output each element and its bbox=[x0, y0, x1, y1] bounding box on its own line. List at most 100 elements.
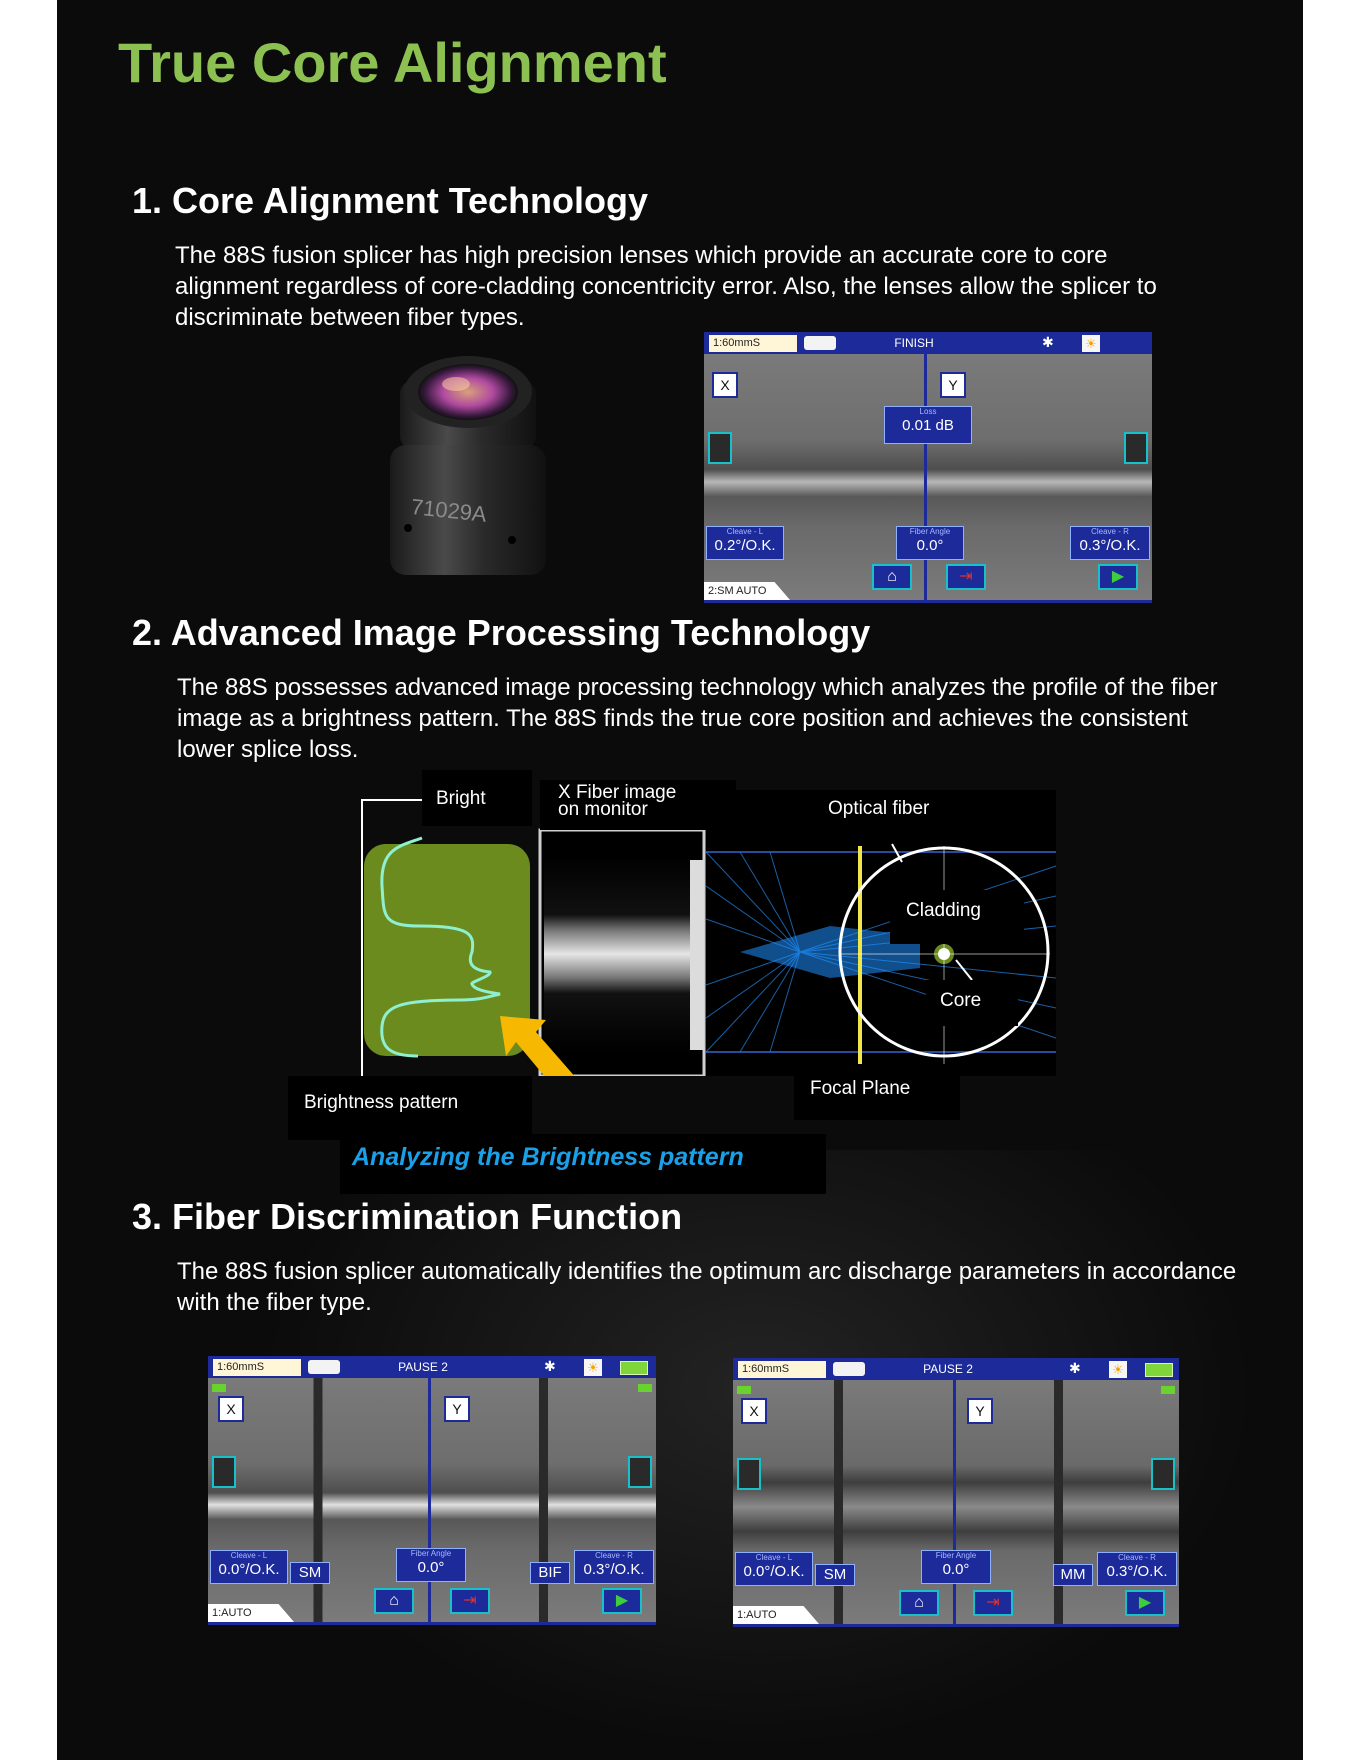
y-view-label: Y bbox=[444, 1396, 470, 1422]
cleave-right-caption: Cleave - R bbox=[595, 1551, 633, 1560]
adjust-icon[interactable] bbox=[628, 1456, 652, 1488]
section-1-body: The 88S fusion splicer has high precisio… bbox=[175, 242, 1157, 331]
cleave-left-readout: Cleave - L 0.0°/O.K. bbox=[210, 1550, 288, 1584]
speed-indicator: 1:60mmS bbox=[213, 1359, 301, 1376]
loss-readout: Loss 0.01 dB bbox=[884, 406, 972, 444]
lens-image: 71029A bbox=[390, 356, 546, 575]
cladding-label: Cladding bbox=[890, 890, 1024, 944]
start-button[interactable]: ▶ bbox=[602, 1588, 642, 1614]
bluetooth-icon: ✱ bbox=[1069, 1360, 1081, 1376]
y-view-label: Y bbox=[967, 1398, 993, 1424]
section-2-heading: 2. Advanced Image Processing Technology bbox=[132, 612, 871, 653]
fiber-angle-caption: Fiber Angle bbox=[410, 1549, 452, 1558]
bluetooth-icon: ✱ bbox=[1042, 334, 1054, 350]
cleave-left-value: 0.0°/O.K. bbox=[743, 1563, 805, 1580]
view-divider bbox=[428, 1378, 431, 1622]
adjust-icon[interactable] bbox=[1124, 432, 1148, 464]
left-indicator bbox=[737, 1386, 751, 1394]
x-fiber-image bbox=[544, 856, 700, 1052]
right-fiber-type: MM bbox=[1053, 1564, 1093, 1586]
bracket-line bbox=[361, 799, 428, 1076]
brightness-icon: ☀ bbox=[584, 1359, 602, 1376]
splicer-screen-bif: 1:60mmS PAUSE 2 ✱ ☀ X Y Cleave - L 0.0°/… bbox=[208, 1356, 656, 1625]
splicer-screen-mm: 1:60mmS PAUSE 2 ✱ ☀ X Y Cleave - L 0.0°/… bbox=[733, 1358, 1179, 1627]
brightness-pattern-label: Brightness pattern bbox=[288, 1076, 532, 1140]
cleave-right-value: 0.3°/O.K. bbox=[1079, 537, 1141, 554]
bluetooth-icon: ✱ bbox=[544, 1358, 556, 1374]
cleave-left-caption: Cleave - L bbox=[755, 1553, 793, 1562]
section-3-heading: 3. Fiber Discrimination Function bbox=[132, 1196, 683, 1237]
x-view-label: X bbox=[218, 1396, 244, 1422]
cleave-right-caption: Cleave - R bbox=[1118, 1553, 1156, 1562]
cleave-right-caption: Cleave - R bbox=[1091, 527, 1129, 536]
brightness-curve bbox=[380, 836, 501, 1058]
section-3-body: The 88S fusion splicer automatically ide… bbox=[177, 1258, 1237, 1316]
cleave-left-readout: Cleave - L 0.2°/O.K. bbox=[706, 526, 784, 560]
start-button[interactable]: ▶ bbox=[1125, 1590, 1165, 1616]
cleave-left-caption: Cleave - L bbox=[230, 1551, 268, 1560]
x-view-label: X bbox=[712, 372, 738, 398]
camera-icon[interactable] bbox=[212, 1456, 236, 1488]
loss-caption: Loss bbox=[919, 407, 937, 416]
mode-label: 1:AUTO bbox=[733, 1606, 819, 1624]
battery-icon bbox=[620, 1361, 648, 1375]
fiber-end-highlight bbox=[690, 860, 704, 1050]
cleave-left-value: 0.0°/O.K. bbox=[218, 1561, 280, 1578]
analyze-caption: Analyzing the Brightness pattern bbox=[352, 1143, 744, 1171]
adjust-icon[interactable] bbox=[1151, 1458, 1175, 1490]
speed-indicator: 1:60mmS bbox=[738, 1361, 826, 1378]
left-fiber-type: SM bbox=[815, 1564, 855, 1586]
loss-value: 0.01 dB bbox=[902, 417, 954, 434]
camera-icon[interactable] bbox=[737, 1458, 761, 1490]
section-1-heading: 1. Core Alignment Technology bbox=[132, 180, 649, 221]
fiber-angle-value: 0.0° bbox=[916, 537, 944, 554]
home-button[interactable]: ⌂ bbox=[374, 1588, 414, 1614]
fiber-angle-readout: Fiber Angle 0.0° bbox=[896, 526, 964, 560]
view-divider bbox=[953, 1380, 956, 1624]
brightness-diagram bbox=[360, 786, 1057, 1126]
exit-button[interactable]: ⇥ bbox=[946, 564, 986, 590]
section-2-body: The 88S possesses advanced image process… bbox=[177, 674, 1218, 763]
x-fiber-label-line1: X Fiber image bbox=[558, 782, 677, 803]
cleave-right-readout: Cleave - R 0.3°/O.K. bbox=[574, 1550, 654, 1584]
fiber-holder-icon bbox=[833, 1362, 865, 1376]
fiber-angle-value: 0.0° bbox=[942, 1561, 970, 1578]
exit-button[interactable]: ⇥ bbox=[973, 1590, 1013, 1616]
view-divider bbox=[924, 354, 927, 600]
start-button[interactable]: ▶ bbox=[1098, 564, 1138, 590]
x-fiber-label: X Fiber image on monitor bbox=[540, 780, 736, 830]
fiber-angle-value: 0.0° bbox=[417, 1559, 445, 1576]
right-indicator bbox=[638, 1384, 652, 1392]
battery-icon bbox=[1145, 1363, 1173, 1377]
light-cone bbox=[740, 926, 920, 978]
home-button[interactable]: ⌂ bbox=[872, 564, 912, 590]
fiber-holder-icon bbox=[308, 1360, 340, 1374]
fiber-angle-readout: Fiber Angle 0.0° bbox=[921, 1550, 991, 1584]
left-fiber-type: SM bbox=[290, 1562, 330, 1584]
fiber-holder-icon bbox=[804, 336, 836, 350]
brightness-icon: ☀ bbox=[1082, 335, 1100, 352]
status-text: PAUSE 2 bbox=[923, 1362, 973, 1376]
exit-button[interactable]: ⇥ bbox=[450, 1588, 490, 1614]
analyze-caption-box bbox=[340, 1134, 826, 1194]
y-view-label: Y bbox=[940, 372, 966, 398]
cleave-left-readout: Cleave - L 0.0°/O.K. bbox=[735, 1552, 813, 1586]
cleave-right-value: 0.3°/O.K. bbox=[1106, 1563, 1168, 1580]
brightness-icon: ☀ bbox=[1109, 1361, 1127, 1378]
mode-label: 1:AUTO bbox=[208, 1604, 294, 1622]
camera-icon[interactable] bbox=[708, 432, 732, 464]
optical-fiber-label: Optical fiber bbox=[828, 798, 930, 819]
x-fiber-label-line2: on monitor bbox=[558, 799, 648, 820]
x-view-label: X bbox=[741, 1398, 767, 1424]
right-indicator bbox=[1161, 1386, 1175, 1394]
fiber-angle-caption: Fiber Angle bbox=[935, 1551, 977, 1560]
fiber-angle-readout: Fiber Angle 0.0° bbox=[396, 1548, 466, 1582]
page-title: True Core Alignment bbox=[118, 31, 667, 94]
core-label: Core bbox=[926, 980, 1018, 1026]
focal-plane-label: Focal Plane bbox=[794, 1064, 960, 1120]
fiber-angle-caption: Fiber Angle bbox=[909, 527, 951, 536]
splicer-screen-finish: 1:60mmS FINISH ✱ ☀ X Y Loss 0.01 dB Clea… bbox=[704, 332, 1152, 603]
cleave-left-value: 0.2°/O.K. bbox=[714, 537, 776, 554]
right-fiber-type: BIF bbox=[530, 1562, 570, 1584]
home-button[interactable]: ⌂ bbox=[899, 1590, 939, 1616]
